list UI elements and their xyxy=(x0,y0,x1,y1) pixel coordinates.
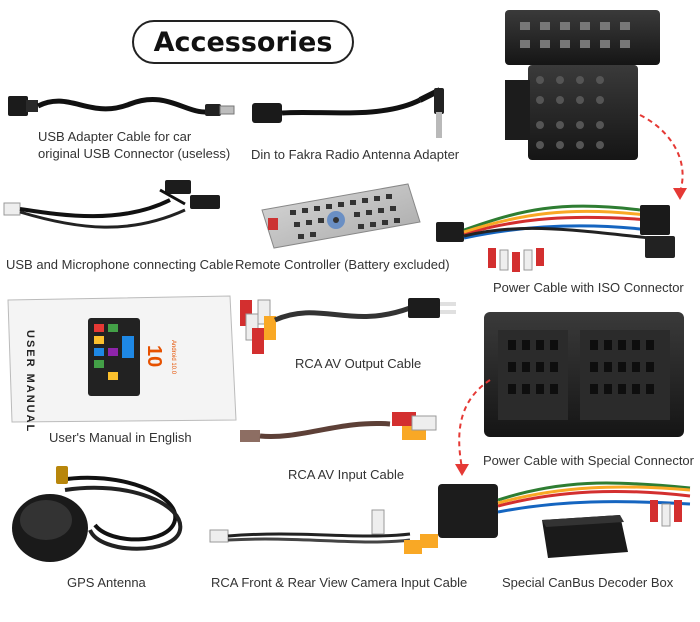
rca-input-cable-image xyxy=(240,412,437,442)
special-connector-image xyxy=(455,312,684,476)
gps-caption: GPS Antenna xyxy=(67,575,146,590)
manual-caption: User's Manual in English xyxy=(49,430,192,445)
usb-adapter-cable-image xyxy=(8,96,235,116)
rca-output-cable-image xyxy=(240,298,456,354)
canbus-caption: Special CanBus Decoder Box xyxy=(502,575,674,590)
power-iso-caption: Power Cable with ISO Connector xyxy=(493,280,684,295)
usb-adapter-caption-line1: USB Adapter Cable for car xyxy=(38,129,192,144)
iso-connector-image xyxy=(505,10,687,200)
canbus-decoder-box-image xyxy=(542,515,628,558)
usb-mic-cable-image xyxy=(3,180,220,229)
special-power-cable-image xyxy=(438,481,691,538)
fakra-caption: Din to Fakra Radio Antenna Adapter xyxy=(251,147,460,162)
manual-android-label: Android 10.0 xyxy=(170,340,176,375)
rca-output-caption: RCA AV Output Cable xyxy=(295,356,422,371)
power-iso-cable-image xyxy=(436,204,675,272)
rca-input-caption: RCA AV Input Cable xyxy=(288,467,405,482)
usb-adapter-caption-line2: original USB Connector (useless) xyxy=(38,146,231,161)
user-manual-image: 10 xyxy=(7,295,237,423)
svg-text:10: 10 xyxy=(143,345,165,367)
gps-antenna-image xyxy=(12,466,183,562)
camera-caption: RCA Front & Rear View Camera Input Cable xyxy=(211,575,468,590)
remote-controller-image xyxy=(261,183,421,249)
page-title: Accessories xyxy=(132,20,354,64)
power-special-caption: Power Cable with Special Connector xyxy=(483,453,694,468)
usb-adapter-caption: USB Adapter Cable for car original USB C… xyxy=(38,128,230,162)
usb-mic-caption: USB and Microphone connecting Cable xyxy=(6,257,234,272)
manual-title: USER MANUAL xyxy=(24,330,36,434)
fakra-adapter-image xyxy=(252,87,444,138)
remote-caption: Remote Controller (Battery excluded) xyxy=(235,257,450,272)
camera-cable-image xyxy=(209,509,438,554)
